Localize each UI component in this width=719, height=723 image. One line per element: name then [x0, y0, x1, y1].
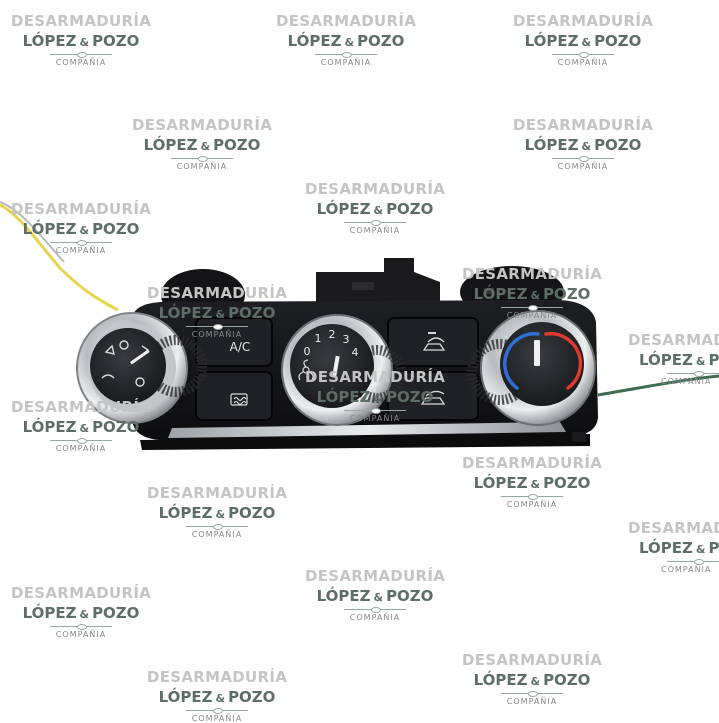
recirculation-button[interactable] [387, 317, 479, 367]
fan-speed-knob[interactable]: 0 1 2 3 4 [281, 314, 406, 426]
chrome-strip [168, 422, 566, 438]
mode-selector-icons [101, 340, 150, 387]
mode-knob[interactable] [76, 312, 207, 424]
top-connector [316, 258, 440, 305]
fan-icon [298, 359, 314, 381]
rear-defrost-button[interactable] [195, 371, 273, 421]
temperature-knob[interactable] [467, 310, 596, 426]
fan-speed-3: 3 [343, 333, 350, 346]
temperature-scale [503, 331, 583, 390]
rear-defrost-icon [230, 393, 248, 406]
green-wire [597, 374, 719, 397]
fan-speed-2: 2 [329, 328, 336, 341]
ac-button[interactable] [195, 317, 273, 367]
ac-label: A/C [230, 340, 251, 354]
fan-speed-4: 4 [352, 346, 359, 359]
yellow-wire [0, 203, 119, 312]
fan-speed-0: 0 [304, 345, 311, 358]
air-recirculation-icon [422, 332, 446, 351]
gray-wire [0, 201, 65, 263]
fan-speed-1: 1 [315, 332, 322, 345]
fresh-air-icon [420, 390, 446, 405]
